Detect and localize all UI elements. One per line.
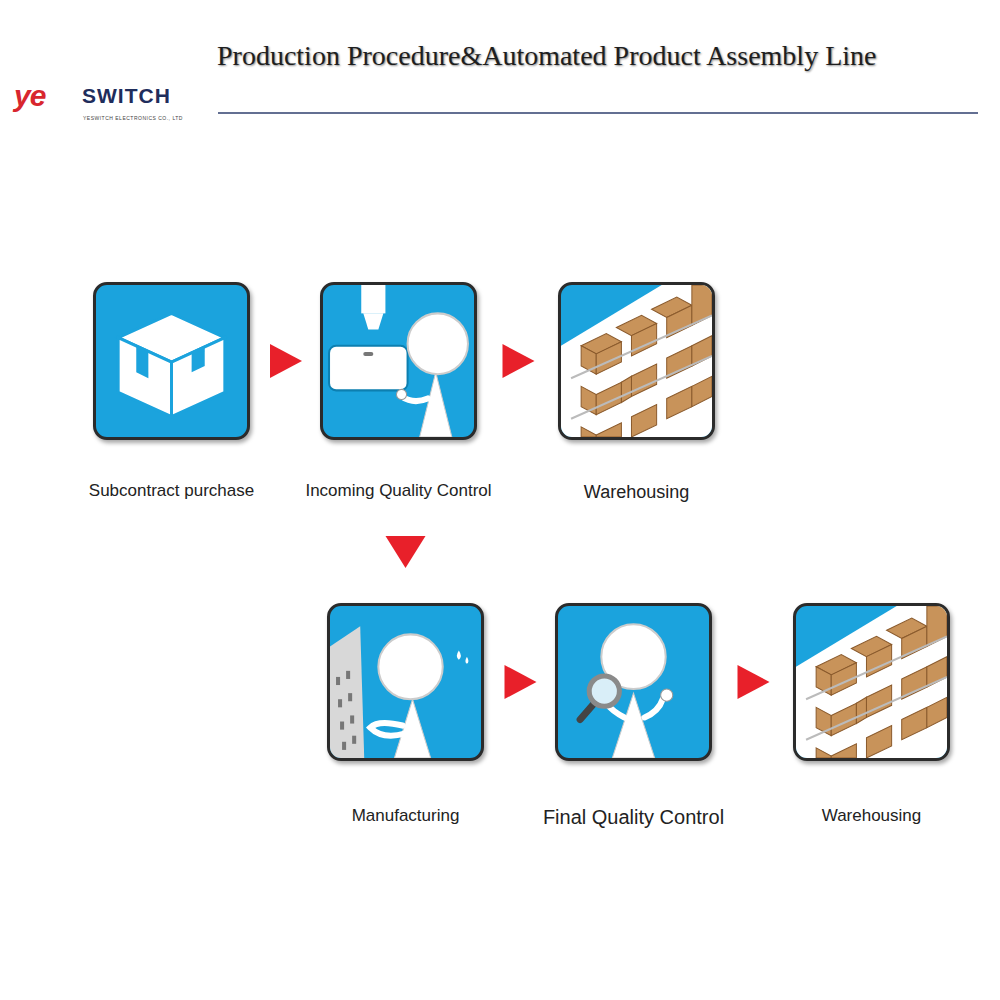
- purchase-step: Subcontract purchase: [93, 282, 250, 440]
- logo-mark: ye: [14, 79, 45, 112]
- step-caption-wrap: Warehousing: [584, 482, 689, 503]
- step-caption: Manufacturing: [352, 806, 460, 826]
- warehouse-icon: [561, 285, 712, 437]
- manufacturing-icon: [330, 606, 481, 758]
- step-caption-wrap: Incoming Quality Control: [305, 481, 491, 501]
- fqc-step: Final Quality Control: [555, 603, 712, 761]
- logo-word: SWITCH: [82, 84, 171, 107]
- step-caption: Warehousing: [584, 482, 689, 503]
- flow-arrowhead: [738, 665, 770, 699]
- logo-word-wrap: SWITCH: [82, 84, 171, 108]
- box-icon: [96, 285, 247, 437]
- flow-arrowhead: [386, 536, 426, 568]
- company-name-wrap: YESWITCH ELECTRONICS CO., LTD: [83, 106, 183, 124]
- step-caption: Subcontract purchase: [89, 481, 254, 501]
- inspection-icon: [323, 285, 474, 437]
- title-wrap: Production Procedure&Automated Product A…: [217, 40, 876, 72]
- manufacturing-step: Manufacturing: [327, 603, 484, 761]
- logo-mark-wrap: ye: [14, 79, 45, 113]
- iqc-step: Incoming Quality Control: [320, 282, 477, 440]
- warehouse-icon: [796, 606, 947, 758]
- warehouse-step: Warehousing: [558, 282, 715, 440]
- company-name: YESWITCH ELECTRONICS CO., LTD: [83, 115, 183, 121]
- step-caption: Final Quality Control: [543, 806, 724, 829]
- step-caption: Incoming Quality Control: [305, 481, 491, 501]
- flow-arrowhead: [503, 344, 535, 378]
- flow-arrowhead: [270, 344, 302, 378]
- title-rule: [218, 112, 978, 114]
- step-caption: Warehousing: [822, 806, 922, 826]
- flow-arrowhead: [505, 665, 537, 699]
- step-caption-wrap: Warehousing: [822, 806, 922, 826]
- final-inspection-icon: [558, 606, 709, 758]
- step-caption-wrap: Subcontract purchase: [89, 481, 254, 501]
- step-caption-wrap: Manufacturing: [352, 806, 460, 826]
- title: Production Procedure&Automated Product A…: [217, 40, 876, 71]
- warehouse-step: Warehousing: [793, 603, 950, 761]
- step-caption-wrap: Final Quality Control: [543, 806, 724, 829]
